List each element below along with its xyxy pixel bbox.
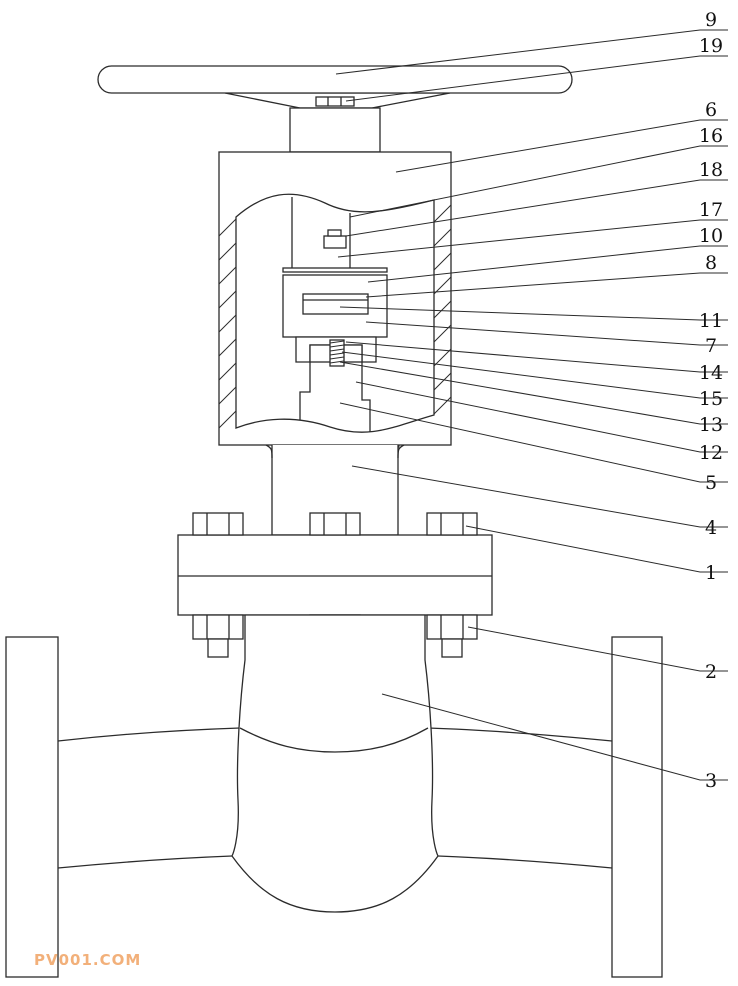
inner-mechanism — [282, 197, 388, 432]
callout-13: 13 — [699, 414, 723, 436]
callout-19: 19 — [699, 35, 723, 57]
callout-17: 17 — [699, 199, 723, 221]
housing-wall-right — [433, 204, 452, 415]
small-bolt — [323, 235, 347, 249]
callout-9: 9 — [705, 9, 717, 31]
callout-10: 10 — [699, 225, 723, 247]
callout-5: 5 — [705, 472, 717, 494]
handwheel — [97, 65, 573, 109]
callout-18: 18 — [699, 159, 723, 181]
housing-wall-left — [218, 218, 237, 429]
callout-15: 15 — [699, 388, 723, 410]
watermark: PV001.COM — [34, 951, 142, 969]
callout-12: 12 — [699, 442, 723, 464]
stem-column — [271, 444, 400, 536]
flange — [177, 534, 493, 616]
callout-7: 7 — [705, 335, 717, 357]
wheel-nut — [315, 96, 355, 107]
top-plate — [282, 267, 388, 273]
leader-lines — [335, 29, 728, 781]
callout-labels: 9 19 6 16 18 17 10 8 11 7 14 15 13 12 5 … — [699, 9, 723, 792]
callout-2: 2 — [705, 661, 717, 683]
callout-11: 11 — [699, 310, 723, 332]
callout-6: 6 — [705, 99, 717, 121]
left-end-flange — [5, 636, 59, 978]
wheel-neck — [289, 107, 381, 153]
right-end-flange — [611, 636, 663, 978]
callout-1: 1 — [705, 562, 717, 584]
valve-body — [57, 614, 613, 913]
spring — [329, 339, 345, 367]
callout-4: 4 — [705, 517, 717, 539]
callout-16: 16 — [699, 125, 723, 147]
slider — [302, 293, 369, 315]
callout-8: 8 — [705, 252, 717, 274]
callout-14: 14 — [699, 362, 723, 384]
callout-3: 3 — [705, 770, 717, 792]
